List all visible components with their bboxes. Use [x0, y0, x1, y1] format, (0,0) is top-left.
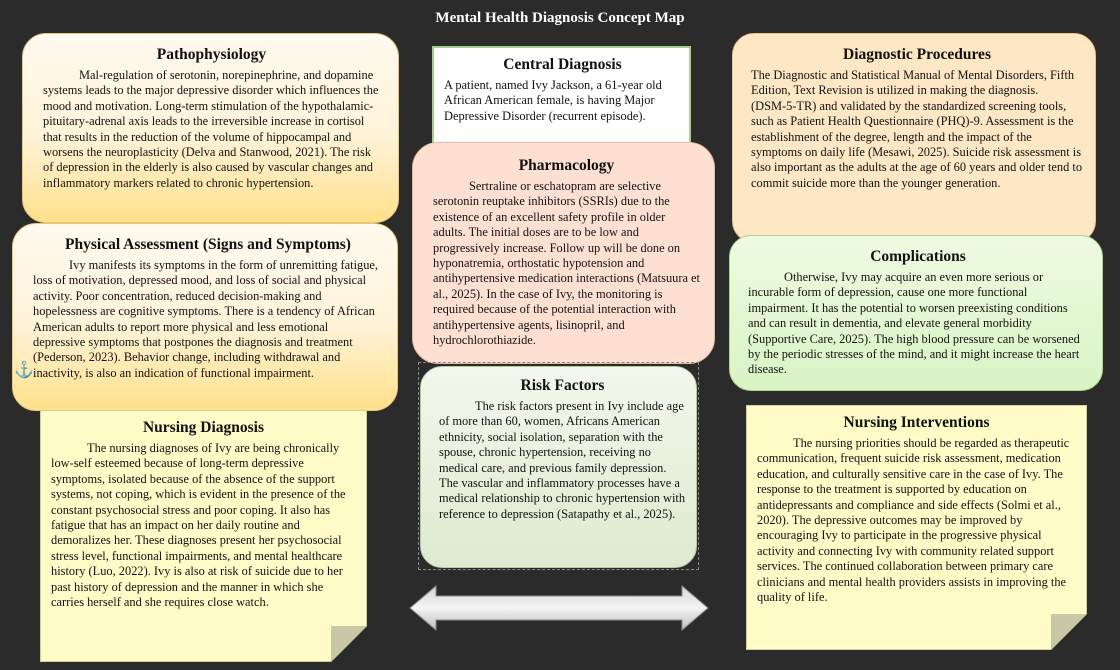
- risk-factors-heading: Risk Factors: [520, 377, 605, 394]
- nursing-interventions-text: The nursing priorities should be regarde…: [757, 436, 1070, 605]
- diagnostic-procedures-text: The Diagnostic and Statistical Manual of…: [751, 68, 1075, 98]
- physical-assessment-text: Ivy manifests its symptoms in the form o…: [33, 258, 379, 380]
- central-diagnosis-box: Central Diagnosis A patient, named Ivy J…: [432, 46, 691, 148]
- central-diagnosis-heading: Central Diagnosis: [503, 56, 622, 73]
- nursing-interventions-heading: Nursing Interventions: [843, 414, 990, 431]
- nursing-diagnosis-heading: Nursing Diagnosis: [142, 419, 265, 436]
- pathophysiology-heading: Pathophysiology: [156, 46, 267, 63]
- pharmacology-text: Sertraline or eschatopram are selective …: [433, 179, 700, 348]
- selection-frame: [418, 362, 699, 570]
- complications-heading: Complications: [870, 248, 966, 265]
- complications-box: Complications Otherwise, Ivy may acquire…: [729, 235, 1103, 391]
- pathophysiology-text: Mal-regulation of serotonin, norepinephr…: [43, 68, 379, 190]
- pathophysiology-box: Pathophysiology Mal-regulation of seroto…: [22, 33, 399, 223]
- nursing-diagnosis-text: The nursing diagnoses of Ivy are being c…: [51, 441, 346, 610]
- physical-assessment-box: Physical Assessment (Signs and Symptoms)…: [12, 223, 398, 411]
- diagnostic-procedures-text-2: (DSM-5-TR) and validated by the standard…: [751, 98, 1083, 190]
- diagnostic-procedures-heading: Diagnostic Procedures: [843, 46, 991, 63]
- pharmacology-box: Pharmacology Sertraline or eschatopram a…: [412, 142, 715, 364]
- risk-factors-text: The risk factors present in Ivy include …: [439, 399, 686, 521]
- page-curl-icon: [1051, 614, 1087, 650]
- page-curl-icon: [331, 626, 367, 662]
- diagnostic-procedures-box: Diagnostic Procedures The Diagnostic and…: [732, 33, 1096, 243]
- page-title: Mental Health Diagnosis Concept Map: [435, 10, 685, 26]
- anchor-icon: ⚓: [14, 362, 34, 379]
- double-arrow-icon: [409, 584, 709, 632]
- pharmacology-heading: Pharmacology: [518, 157, 615, 174]
- risk-factors-box: Risk Factors The risk factors present in…: [420, 366, 697, 568]
- nursing-interventions-note: Nursing Interventions The nursing priori…: [746, 405, 1087, 650]
- complications-text: Otherwise, Ivy may acquire an even more …: [748, 270, 1080, 377]
- nursing-diagnosis-note: Nursing Diagnosis The nursing diagnoses …: [40, 410, 367, 662]
- physical-assessment-heading: Physical Assessment (Signs and Symptoms): [65, 236, 351, 253]
- central-diagnosis-text: A patient, named Ivy Jackson, a 61-year …: [444, 78, 662, 123]
